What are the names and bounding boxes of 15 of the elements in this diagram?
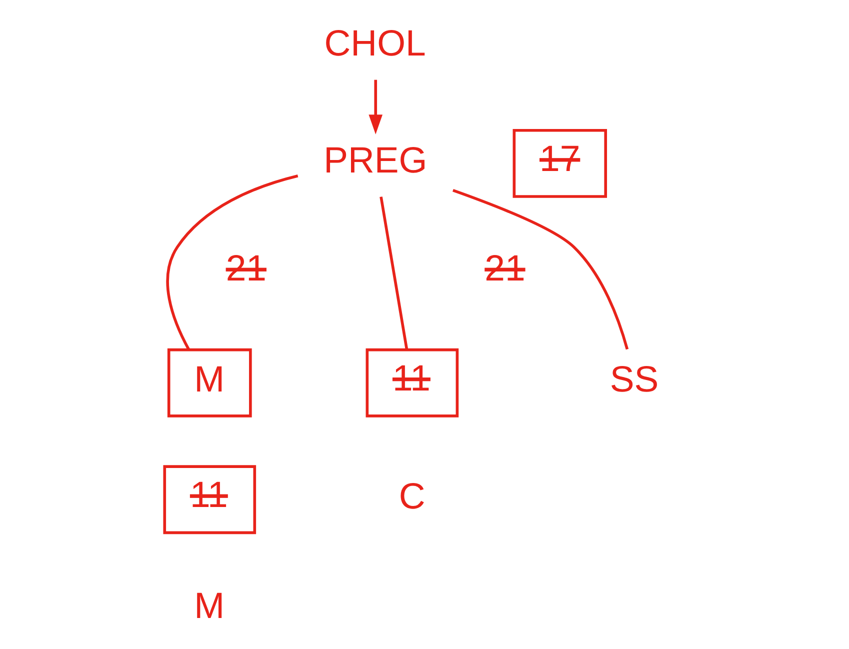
node-box: 11 [163, 465, 256, 534]
connector [380, 196, 408, 350]
connector [452, 189, 629, 350]
node-box: 17 [512, 128, 608, 198]
label: 21 [484, 248, 526, 289]
node-text: CHOL [324, 22, 426, 64]
node-text: PREG [324, 139, 428, 180]
arrow [368, 80, 383, 134]
node-box: M [167, 348, 252, 418]
label: C [398, 475, 426, 516]
connector [166, 174, 298, 350]
node-text: SS [610, 358, 659, 400]
label: 21 [226, 248, 266, 289]
label: M [194, 585, 225, 626]
node-box: 11 [366, 348, 459, 418]
